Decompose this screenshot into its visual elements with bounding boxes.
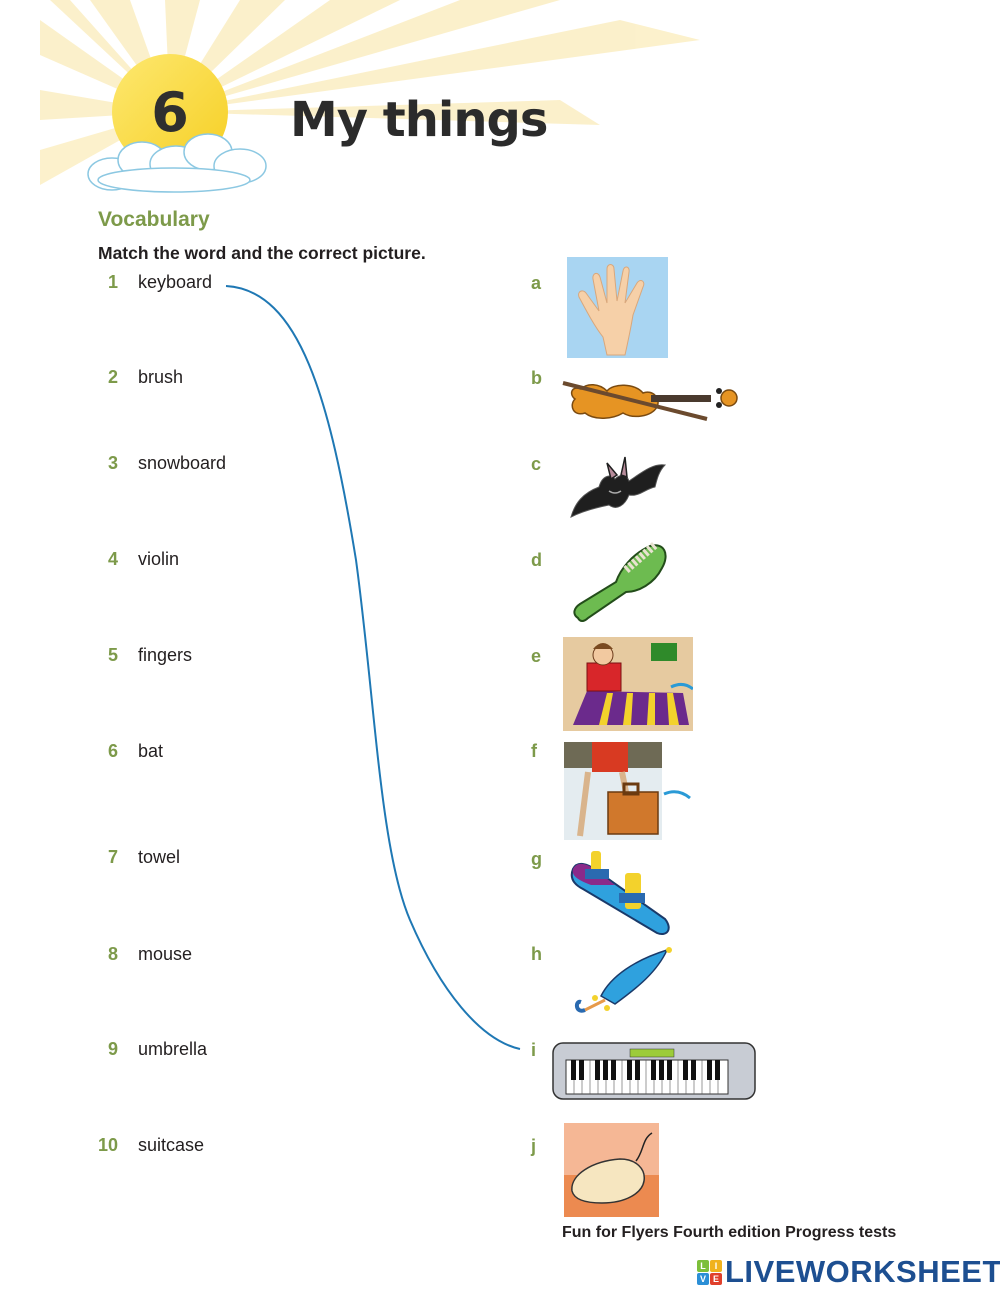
- word-label: keyboard: [138, 272, 213, 292]
- word-item-9[interactable]: 9 umbrella: [98, 1039, 207, 1060]
- word-number: 1: [107, 272, 118, 292]
- picture-letter-d: d: [531, 550, 542, 570]
- word-item-1[interactable]: 1 keyboard: [98, 272, 212, 293]
- unit-number: 6: [151, 80, 189, 144]
- word-label: snowboard: [138, 453, 227, 473]
- picture-j-mouse[interactable]: [564, 1123, 659, 1217]
- word-label: suitcase: [138, 1135, 205, 1155]
- word-number: 9: [107, 1039, 118, 1059]
- word-number: 7: [107, 847, 118, 867]
- word-label: violin: [138, 549, 180, 569]
- picture-c-bat[interactable]: [569, 453, 667, 521]
- word-number: 4: [107, 549, 118, 569]
- word-number: 2: [107, 367, 118, 387]
- match-line-1-to-i[interactable]: [225, 285, 521, 1050]
- word-number: 3: [107, 453, 118, 473]
- instruction-text: Match the word and the correct picture.: [98, 243, 426, 263]
- word-item-2[interactable]: 2 brush: [98, 367, 183, 388]
- word-item-7[interactable]: 7 towel: [98, 847, 180, 868]
- word-number: 5: [107, 645, 118, 665]
- picture-g-snowboard[interactable]: [569, 849, 673, 937]
- picture-a-hand[interactable]: [567, 257, 668, 358]
- section-heading: Vocabulary: [98, 208, 210, 231]
- picture-letter-h: h: [531, 944, 542, 964]
- liveworksheets-logo[interactable]: L I V E LIVEWORKSHEETS: [697, 1254, 1000, 1290]
- word-number: 8: [107, 944, 118, 964]
- word-number: 6: [107, 741, 118, 761]
- word-label: brush: [138, 367, 184, 387]
- sun-rays-decoration: [40, 0, 700, 185]
- picture-e-towel[interactable]: [563, 637, 693, 731]
- picture-d-brush[interactable]: [570, 540, 670, 626]
- word-label: mouse: [138, 944, 193, 964]
- picture-letter-f: f: [531, 741, 537, 761]
- credit-text: Fun for Flyers Fourth edition Progress t…: [562, 1224, 897, 1241]
- word-item-3[interactable]: 3 snowboard: [98, 453, 226, 474]
- logo-text: LIVEWORKSHEETS: [725, 1254, 1000, 1289]
- word-label: umbrella: [138, 1039, 208, 1059]
- page-title: My things: [290, 92, 548, 148]
- sun-cloud-badge: [87, 54, 267, 193]
- logo-tiles-icon: L I V E: [697, 1259, 722, 1285]
- word-label: bat: [138, 741, 164, 761]
- picture-letter-b: b: [531, 368, 542, 388]
- picture-letter-i: i: [531, 1040, 537, 1060]
- picture-i-keyboard[interactable]: [552, 1042, 756, 1100]
- picture-letter-e: e: [531, 646, 542, 666]
- picture-letter-j: j: [531, 1136, 537, 1156]
- word-item-4[interactable]: 4 violin: [98, 549, 179, 570]
- picture-letter-c: c: [531, 454, 542, 474]
- picture-h-umbrella[interactable]: [571, 946, 675, 1018]
- word-label: towel: [138, 847, 181, 867]
- picture-letter-g: g: [531, 849, 542, 869]
- picture-b-violin[interactable]: [561, 375, 741, 425]
- word-item-6[interactable]: 6 bat: [98, 741, 163, 762]
- picture-f-suitcase[interactable]: [564, 742, 692, 840]
- word-number: 10: [97, 1135, 118, 1155]
- word-item-5[interactable]: 5 fingers: [98, 645, 192, 666]
- word-item-8[interactable]: 8 mouse: [98, 944, 192, 965]
- word-label: fingers: [138, 645, 193, 665]
- word-item-10[interactable]: 10 suitcase: [98, 1135, 204, 1156]
- picture-letter-a: a: [531, 273, 542, 293]
